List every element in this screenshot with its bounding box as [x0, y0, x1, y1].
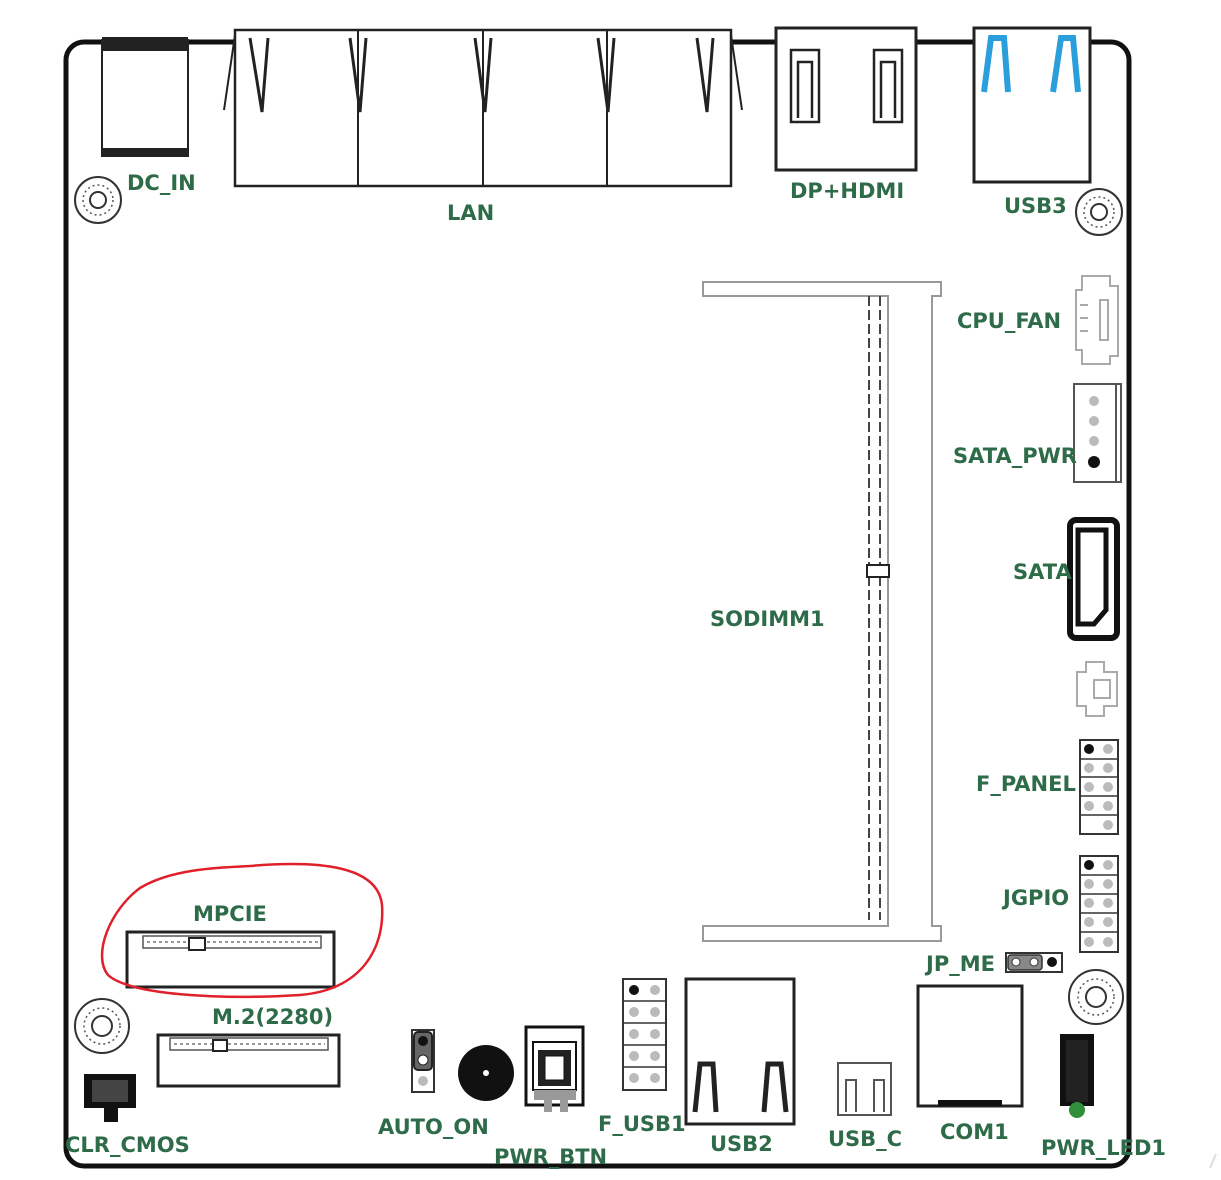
label-pwr-btn: PWR_BTN	[494, 1145, 607, 1169]
dp-hdmi-connector	[774, 26, 918, 172]
buzzer-icon	[458, 1045, 514, 1101]
com1-connector	[916, 984, 1024, 1108]
label-f-panel: F_PANEL	[976, 772, 1076, 796]
cpu-fan-header	[1075, 275, 1119, 365]
label-auto-on: AUTO_ON	[378, 1115, 489, 1139]
mounting-hole-icon	[74, 998, 130, 1054]
power-button-header	[524, 1025, 585, 1112]
label-clr-cmos: CLR_CMOS	[65, 1133, 190, 1157]
m2-slot	[156, 1033, 341, 1088]
f-panel-header	[1079, 739, 1119, 835]
label-mpcie: MPCIE	[193, 902, 267, 926]
dc-in-connector	[101, 37, 189, 157]
label-usb2: USB2	[710, 1132, 773, 1156]
label-usb3: USB3	[1004, 194, 1067, 218]
usb2-connector	[684, 977, 796, 1126]
mounting-hole-icon	[1075, 188, 1123, 236]
mounting-hole-icon	[1068, 969, 1124, 1025]
f-usb1-header	[622, 978, 667, 1091]
label-dp-hdmi: DP+HDMI	[790, 179, 904, 203]
sata-connector	[1067, 517, 1120, 641]
sata-power-header	[1073, 383, 1122, 483]
label-com1: COM1	[940, 1120, 1009, 1144]
clr-cmos-button	[84, 1074, 136, 1122]
label-f-usb1: F_USB1	[598, 1112, 686, 1136]
label-sata: SATA	[1013, 560, 1072, 584]
sodimm-slot	[702, 281, 942, 942]
board-edge-mark	[1209, 1153, 1217, 1169]
small-connector	[1076, 661, 1118, 717]
label-sata-pwr: SATA_PWR	[953, 444, 1077, 468]
mpcie-slot	[125, 930, 336, 989]
label-m2: M.2(2280)	[212, 1005, 333, 1029]
usb3-connector	[972, 26, 1092, 184]
label-usb-c: USB_C	[828, 1127, 902, 1151]
lan-connector-block	[223, 28, 743, 188]
mounting-hole-icon	[74, 176, 122, 224]
label-lan: LAN	[447, 201, 494, 225]
usb-c-connector	[837, 1062, 892, 1116]
label-dc-in: DC_IN	[127, 171, 196, 195]
power-led-icon	[1060, 1034, 1094, 1118]
label-cpu-fan: CPU_FAN	[957, 309, 1061, 333]
mpcie-highlight-circle	[100, 862, 384, 999]
jgpio-header	[1079, 855, 1119, 953]
label-pwr-led1: PWR_LED1	[1041, 1136, 1166, 1160]
label-jgpio: JGPIO	[1001, 886, 1069, 910]
label-jp-me: JP_ME	[924, 952, 995, 976]
auto-on-jumper	[411, 1029, 435, 1093]
label-sodimm1: SODIMM1	[710, 607, 825, 631]
jp-me-jumper	[1005, 952, 1063, 973]
